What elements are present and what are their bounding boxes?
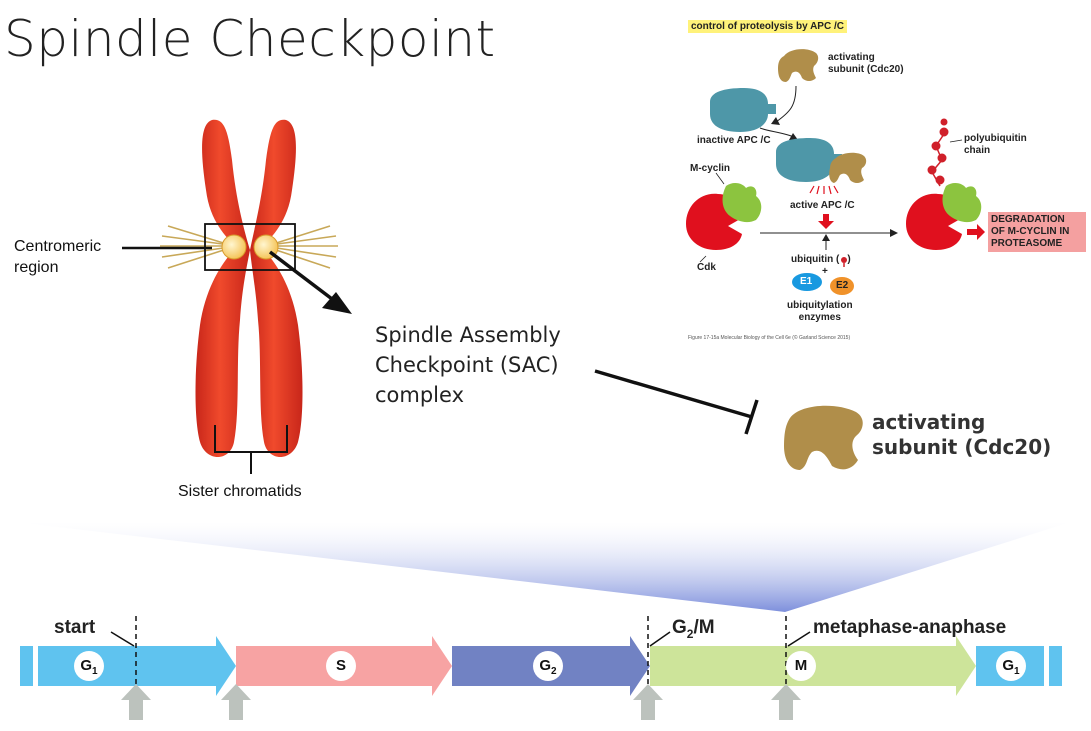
cdk-label: Cdk [697, 262, 716, 273]
mcyclin-label: M-cyclin [690, 163, 731, 174]
ubiquitin-icon [841, 257, 847, 263]
funnel-zoom [15, 522, 1071, 612]
mcyclin-left-shape [722, 182, 762, 223]
page-title: Spindle Checkpoint [4, 10, 496, 68]
phase-m-badge: M [786, 651, 816, 681]
active-cdc20-shape [829, 152, 867, 183]
phase-s-badge: S [326, 651, 356, 681]
polyubiquitin-chain [927, 118, 949, 187]
inhibition-line [594, 369, 759, 435]
inactive-apc-label: inactive APC /C [697, 135, 771, 146]
cdc20-big-shape [784, 405, 863, 470]
chromosome [122, 119, 338, 474]
centromere-box [204, 223, 296, 271]
g2m-label: G2/M [672, 617, 715, 641]
figure-caption: Figure 17-15a Molecular Biology of the C… [688, 335, 851, 341]
e2-shape [830, 277, 854, 295]
apc-figure-title: control of proteolysis by APC /C [688, 20, 847, 33]
inactive-apc-shape [710, 88, 776, 132]
checkpoint-arrow-3 [633, 684, 663, 720]
degradation-box: DEGRADATION OF M-CYCLIN IN PROTEASOME [988, 212, 1086, 252]
checkpoint-arrow-2 [221, 684, 251, 720]
sac-label: Spindle Assembly Checkpoint (SAC) comple… [375, 323, 561, 407]
cdc20-big-label: activating subunit (Cdc20) [872, 410, 1052, 459]
e1-shape [792, 273, 822, 291]
right-chromatid [250, 119, 303, 457]
phase-g1-end-badge: G1 [996, 651, 1026, 681]
checkpoint-arrow-1 [121, 684, 151, 720]
sister-chromatids-label: Sister chromatids [178, 483, 302, 500]
plus-label: + [822, 266, 828, 277]
enzymes-label: ubiquitylation enzymes [787, 300, 853, 323]
e1-label: E1 [800, 276, 813, 287]
ubiquitin-label: ubiquitin () [791, 254, 851, 265]
kinetochore-left [221, 234, 247, 260]
mcyclin-right-shape [942, 182, 982, 223]
checkpoint-arrow-4 [771, 684, 801, 720]
phase-g2-badge: G2 [533, 651, 563, 681]
phase-g1-badge: G1 [74, 651, 104, 681]
centromere-label-2: region [14, 259, 59, 276]
centromere-label-1: Centromeric [14, 238, 102, 255]
start-label: start [54, 617, 96, 638]
active-apc-label: active APC /C [790, 200, 855, 211]
sac-pointer-arrow [268, 250, 352, 314]
apc-figure [686, 49, 985, 295]
activating-subunit-label: activating subunit (Cdc20) [828, 52, 904, 75]
left-chromatid [195, 119, 250, 457]
spindle-fibers [160, 225, 338, 269]
metaphase-anaphase-label: metaphase-anaphase [813, 617, 1007, 638]
e2-label: E2 [836, 280, 849, 291]
polyubiquitin-label: polyubiquitin chain [964, 133, 1027, 156]
active-apc-shape [776, 138, 842, 182]
cdc20-small-shape [778, 49, 819, 82]
